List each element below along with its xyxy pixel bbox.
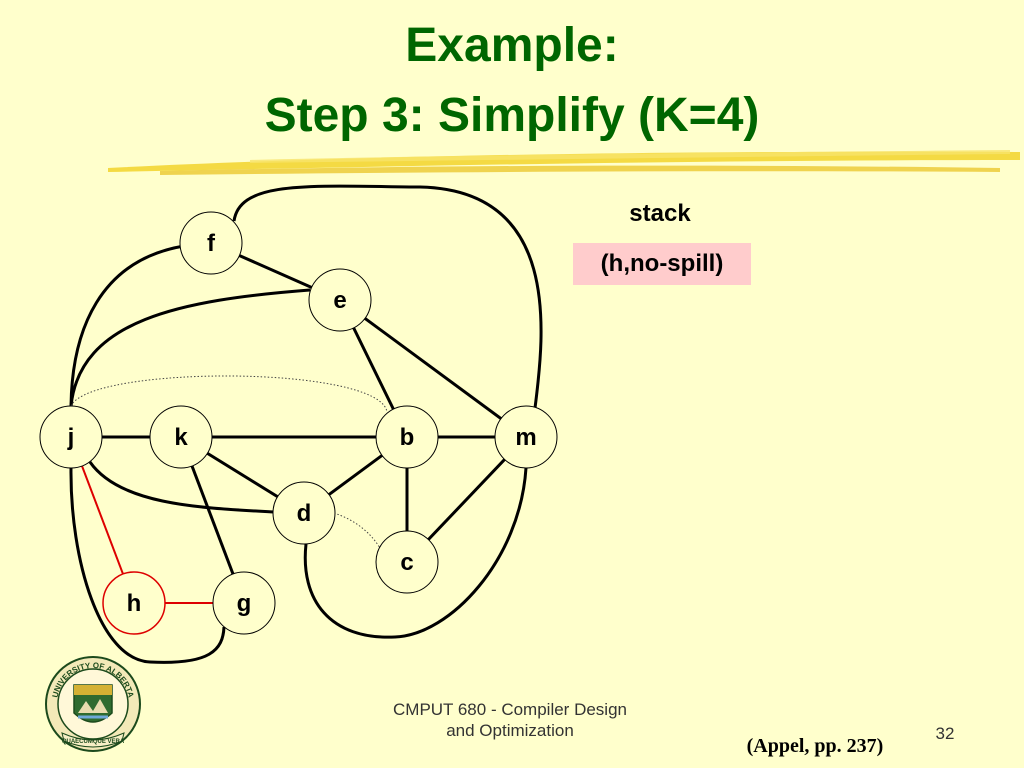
node-g: g: [212, 571, 276, 635]
stack-item: (h,no-spill): [573, 243, 751, 285]
node-circle-e: [308, 268, 372, 332]
node-circle-h: [102, 571, 166, 635]
node-circle-k: [149, 405, 213, 469]
node-circle-m: [494, 405, 558, 469]
node-e: e: [308, 268, 372, 332]
slide-title-line-1: Example:: [405, 19, 619, 72]
title-underline-stroke: [108, 150, 1020, 175]
node-circle-g: [212, 571, 276, 635]
edge-e-j: [69, 288, 311, 407]
edge-f-m: [232, 184, 543, 409]
edge-e-m: [339, 298, 527, 439]
edge-d-c: [333, 512, 381, 549]
seal-motto: QUAECUMQUE VERA: [62, 739, 125, 745]
node-label-h: h: [127, 590, 142, 617]
stack-label: stack: [629, 200, 691, 227]
course-line-2: and Optimization: [446, 721, 574, 740]
edge-f-j: [69, 244, 185, 407]
course-line-1: CMPUT 680 - Compiler Design: [393, 700, 627, 719]
graph-nodes: f e j k b m d c h g: [39, 211, 558, 635]
node-b: b: [375, 405, 439, 469]
node-d: d: [272, 481, 336, 545]
node-circle-b: [375, 405, 439, 469]
node-h: h: [102, 571, 166, 635]
citation: (Appel, pp. 237): [746, 735, 884, 757]
slide-title-line-2: Step 3: Simplify (K=4): [264, 89, 760, 142]
node-label-g: g: [237, 590, 252, 617]
node-j: j: [39, 405, 103, 469]
node-circle-d: [272, 481, 336, 545]
node-k: k: [149, 405, 213, 469]
node-label-b: b: [400, 424, 415, 451]
page-number: 32: [935, 724, 955, 743]
node-circle-f: [179, 211, 243, 275]
node-label-e: e: [333, 287, 346, 314]
node-circle-j: [39, 405, 103, 469]
university-seal-logo: UNIVERSITY OF ALBERTA QUAECUMQUE VERA: [45, 656, 141, 752]
node-label-m: m: [515, 424, 536, 451]
node-m: m: [494, 405, 558, 469]
edge-j-d: [88, 461, 275, 514]
node-f: f: [179, 211, 243, 275]
node-label-d: d: [297, 500, 312, 527]
node-label-j: j: [67, 424, 75, 451]
node-label-c: c: [400, 549, 413, 576]
edge-j-g: [69, 467, 226, 664]
node-c: c: [375, 530, 439, 594]
course-footer: CMPUT 680 - Compiler Design and Optimiza…: [350, 699, 670, 741]
node-label-f: f: [207, 230, 216, 257]
node-circle-c: [375, 530, 439, 594]
edge-d-m: [303, 467, 528, 639]
node-label-k: k: [174, 424, 188, 451]
edge-j-b: [70, 375, 388, 413]
